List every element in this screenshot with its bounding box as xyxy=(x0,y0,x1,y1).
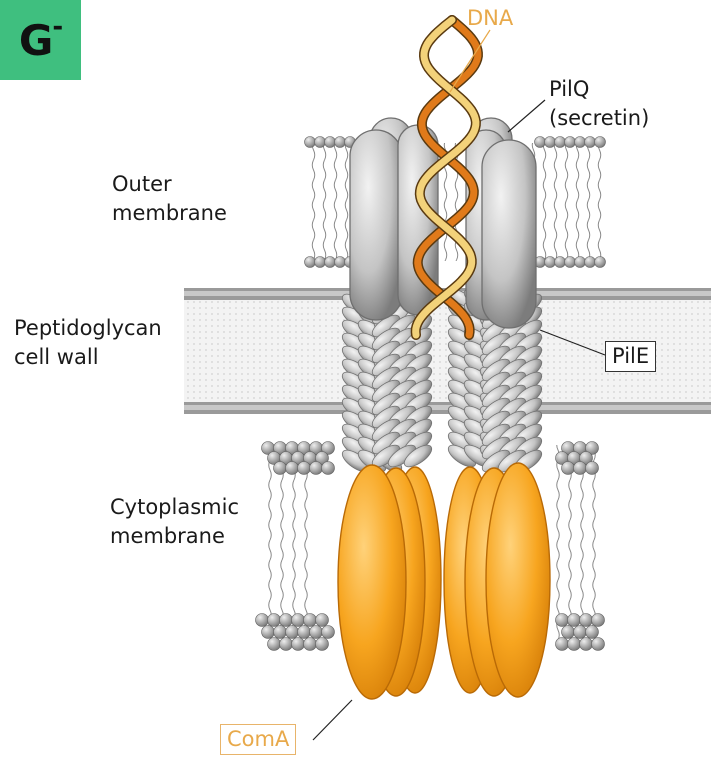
badge-letter: G xyxy=(19,16,52,65)
outer-label-line2: membrane xyxy=(112,199,227,228)
coma-label: ComA xyxy=(220,724,296,755)
lipid-head xyxy=(304,638,317,651)
lipid-head xyxy=(305,137,316,148)
lipid-head xyxy=(335,137,346,148)
gram-negative-badge: G- xyxy=(0,0,81,80)
lipid-head xyxy=(580,614,593,627)
badge-superscript: - xyxy=(52,12,62,42)
lipid-head xyxy=(565,137,576,148)
pilq-label: PilQ (secretin) xyxy=(549,75,649,133)
lipid-head xyxy=(555,257,566,268)
lipid-head xyxy=(562,462,575,475)
lipid-head xyxy=(268,638,281,651)
dna-label: DNA xyxy=(467,4,513,33)
lipid-head xyxy=(286,626,299,639)
lipid-head xyxy=(574,462,587,475)
lipid-head xyxy=(568,614,581,627)
lipid-head xyxy=(325,257,336,268)
lipid-head xyxy=(595,137,606,148)
lipid-head xyxy=(316,638,329,651)
coma-channel xyxy=(338,463,550,699)
lipid-head xyxy=(292,638,305,651)
cytoplasmic-membrane-label: Cytoplasmic membrane xyxy=(110,493,239,551)
pile-label: PilE xyxy=(605,341,656,372)
lipid-head xyxy=(315,257,326,268)
cyto-label-line2: membrane xyxy=(110,522,239,551)
outer-membrane-label: Outer membrane xyxy=(112,170,227,228)
lipid-head xyxy=(315,137,326,148)
lipid-head xyxy=(310,462,323,475)
outer-label-line1: Outer xyxy=(112,170,227,199)
lipid-head xyxy=(545,257,556,268)
lipid-head xyxy=(256,614,269,627)
lipid-head xyxy=(592,614,605,627)
lipid-head xyxy=(305,257,316,268)
lipid-head xyxy=(575,137,586,148)
lipid-head xyxy=(586,626,599,639)
cyto-label-line1: Cytoplasmic xyxy=(110,493,239,522)
lipid-head xyxy=(322,626,335,639)
lipid-head xyxy=(575,257,586,268)
lipid-head xyxy=(274,626,287,639)
pilq-label-line2: (secretin) xyxy=(549,104,649,133)
lipid-head xyxy=(580,638,593,651)
lipid-head xyxy=(280,614,293,627)
lipid-head xyxy=(574,626,587,639)
pepti-label-line1: Peptidoglycan xyxy=(14,314,162,343)
lipid-head xyxy=(298,626,311,639)
lipid-head xyxy=(565,257,576,268)
lipid-head xyxy=(325,137,336,148)
lipid-head xyxy=(280,638,293,651)
lipid-head xyxy=(535,137,546,148)
pilq-label-line1: PilQ xyxy=(549,75,649,104)
lipid-head xyxy=(262,626,275,639)
lipid-head xyxy=(545,137,556,148)
lipid-head xyxy=(586,462,599,475)
lipid-head xyxy=(304,614,317,627)
lipid-head xyxy=(568,638,581,651)
lipid-head xyxy=(286,462,299,475)
lipid-head xyxy=(322,462,335,475)
lipid-head xyxy=(310,626,323,639)
lipid-head xyxy=(335,257,346,268)
lipid-head xyxy=(298,462,311,475)
lipid-head xyxy=(562,626,575,639)
lipid-head xyxy=(274,462,287,475)
lipid-head xyxy=(556,614,569,627)
lipid-head xyxy=(555,137,566,148)
pepti-label-line2: cell wall xyxy=(14,343,162,372)
lipid-head xyxy=(585,257,596,268)
lipid-head xyxy=(292,614,305,627)
lipid-head xyxy=(556,638,569,651)
lipid-head xyxy=(268,614,281,627)
lipid-head xyxy=(595,257,606,268)
peptidoglycan-label: Peptidoglycan cell wall xyxy=(14,314,162,372)
lipid-head xyxy=(316,614,329,627)
lipid-head xyxy=(592,638,605,651)
lipid-head xyxy=(585,137,596,148)
